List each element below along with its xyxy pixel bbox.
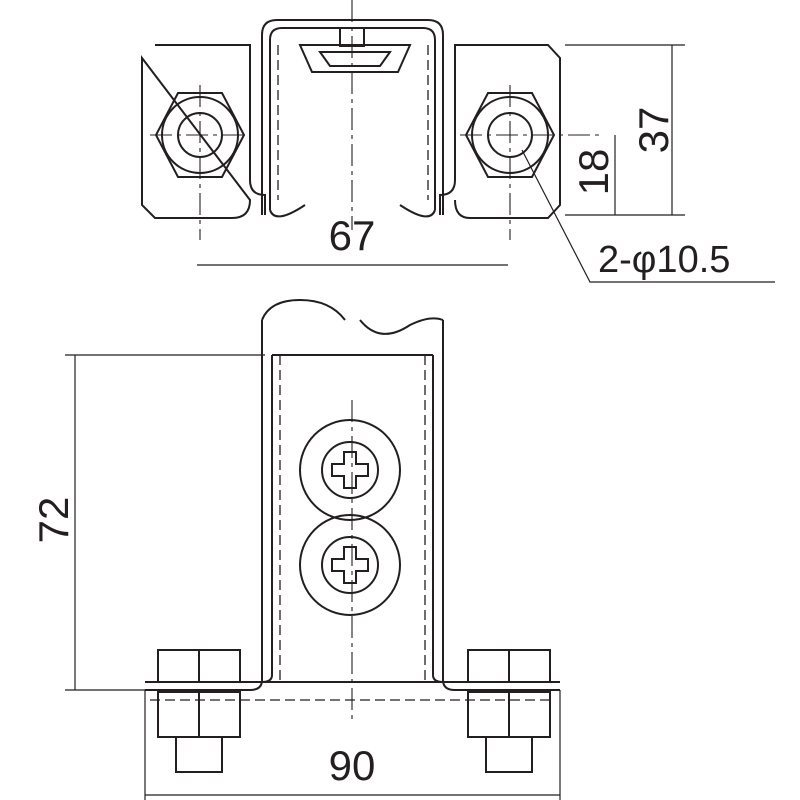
screw-upper: [299, 419, 401, 521]
dim-post-height: 72: [30, 497, 77, 544]
dim-hole-offset: 18: [570, 149, 617, 196]
front-view: 72 90: [30, 298, 561, 800]
channel-nut: [298, 44, 412, 73]
leader-line: [521, 149, 775, 283]
dim-top-height: 37: [630, 107, 677, 154]
post-outline: [145, 320, 560, 691]
screw-lower: [299, 514, 401, 616]
dim-base-width: 90: [329, 742, 376, 789]
hex-bolt-right: [460, 85, 600, 240]
channel-lip-left: [269, 204, 306, 218]
bolt-left: [157, 649, 241, 773]
hex-bolt-left: [150, 85, 250, 240]
dim-top-width: 67: [329, 212, 376, 259]
channel-lip-right: [399, 204, 436, 218]
post-break: [261, 298, 444, 335]
bolt-right: [467, 649, 551, 773]
dim-hole-spec: 2-φ10.5: [598, 239, 730, 281]
base-plate-outline: [141, 44, 561, 219]
top-view: 67 37 18 2-φ10.5: [141, 0, 775, 283]
